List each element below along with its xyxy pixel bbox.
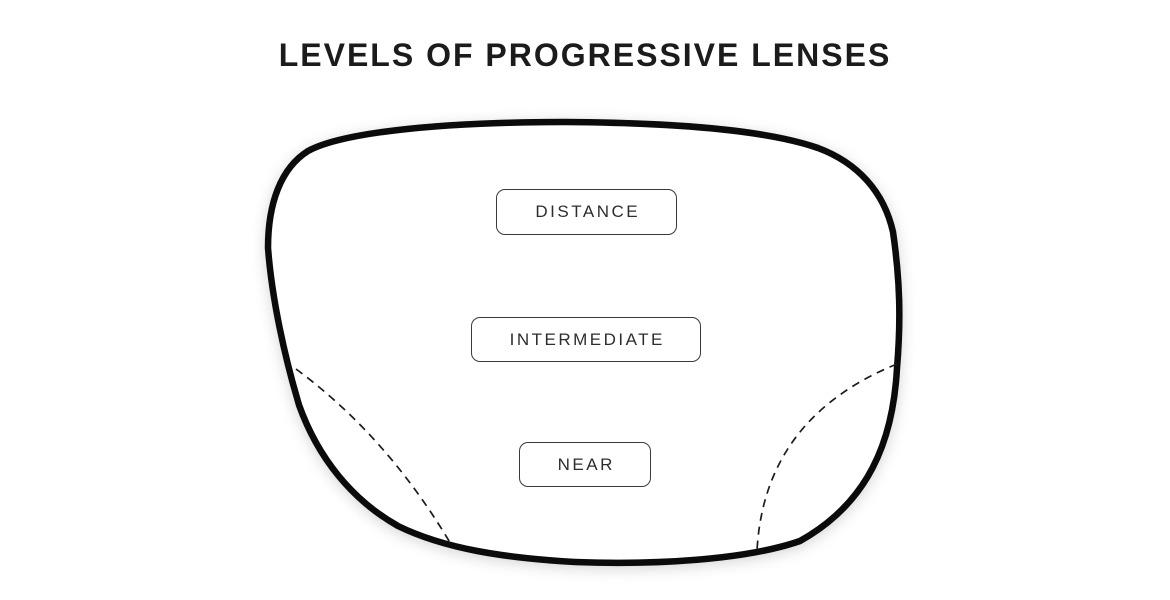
left-peripheral-dashed-curve: [295, 368, 453, 547]
zone-label-distance-text: DISTANCE: [535, 202, 641, 221]
right-peripheral-dashed-curve: [756, 363, 898, 552]
zone-label-near-text: NEAR: [557, 454, 615, 474]
zone-label-intermediate-text: INTERMEDIATE: [509, 329, 665, 349]
page-title: LEVELS OF PROGRESSIVE LENSES: [278, 37, 892, 73]
zone-label-intermediate: INTERMEDIATE: [471, 317, 701, 362]
zone-label-near: NEAR: [519, 442, 651, 487]
zone-label-distance: DISTANCE: [496, 189, 677, 235]
